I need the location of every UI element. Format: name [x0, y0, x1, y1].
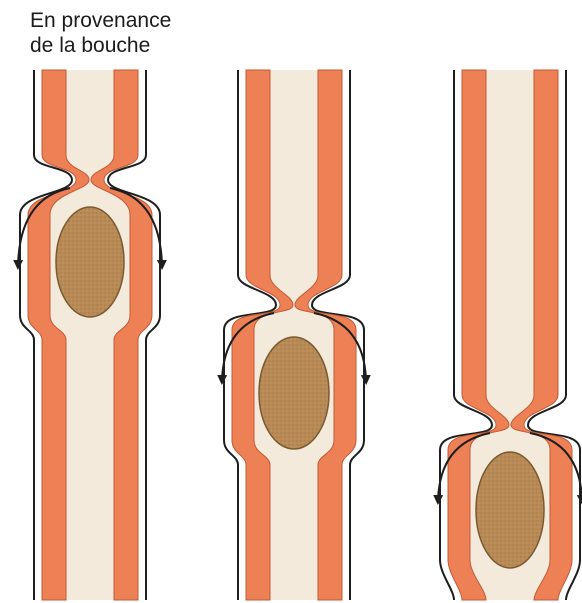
food-bolus	[476, 452, 544, 568]
stage-3	[438, 70, 582, 600]
food-bolus	[259, 337, 329, 449]
food-bolus	[56, 207, 124, 317]
stage-1	[18, 70, 162, 600]
stage-2	[222, 70, 366, 600]
